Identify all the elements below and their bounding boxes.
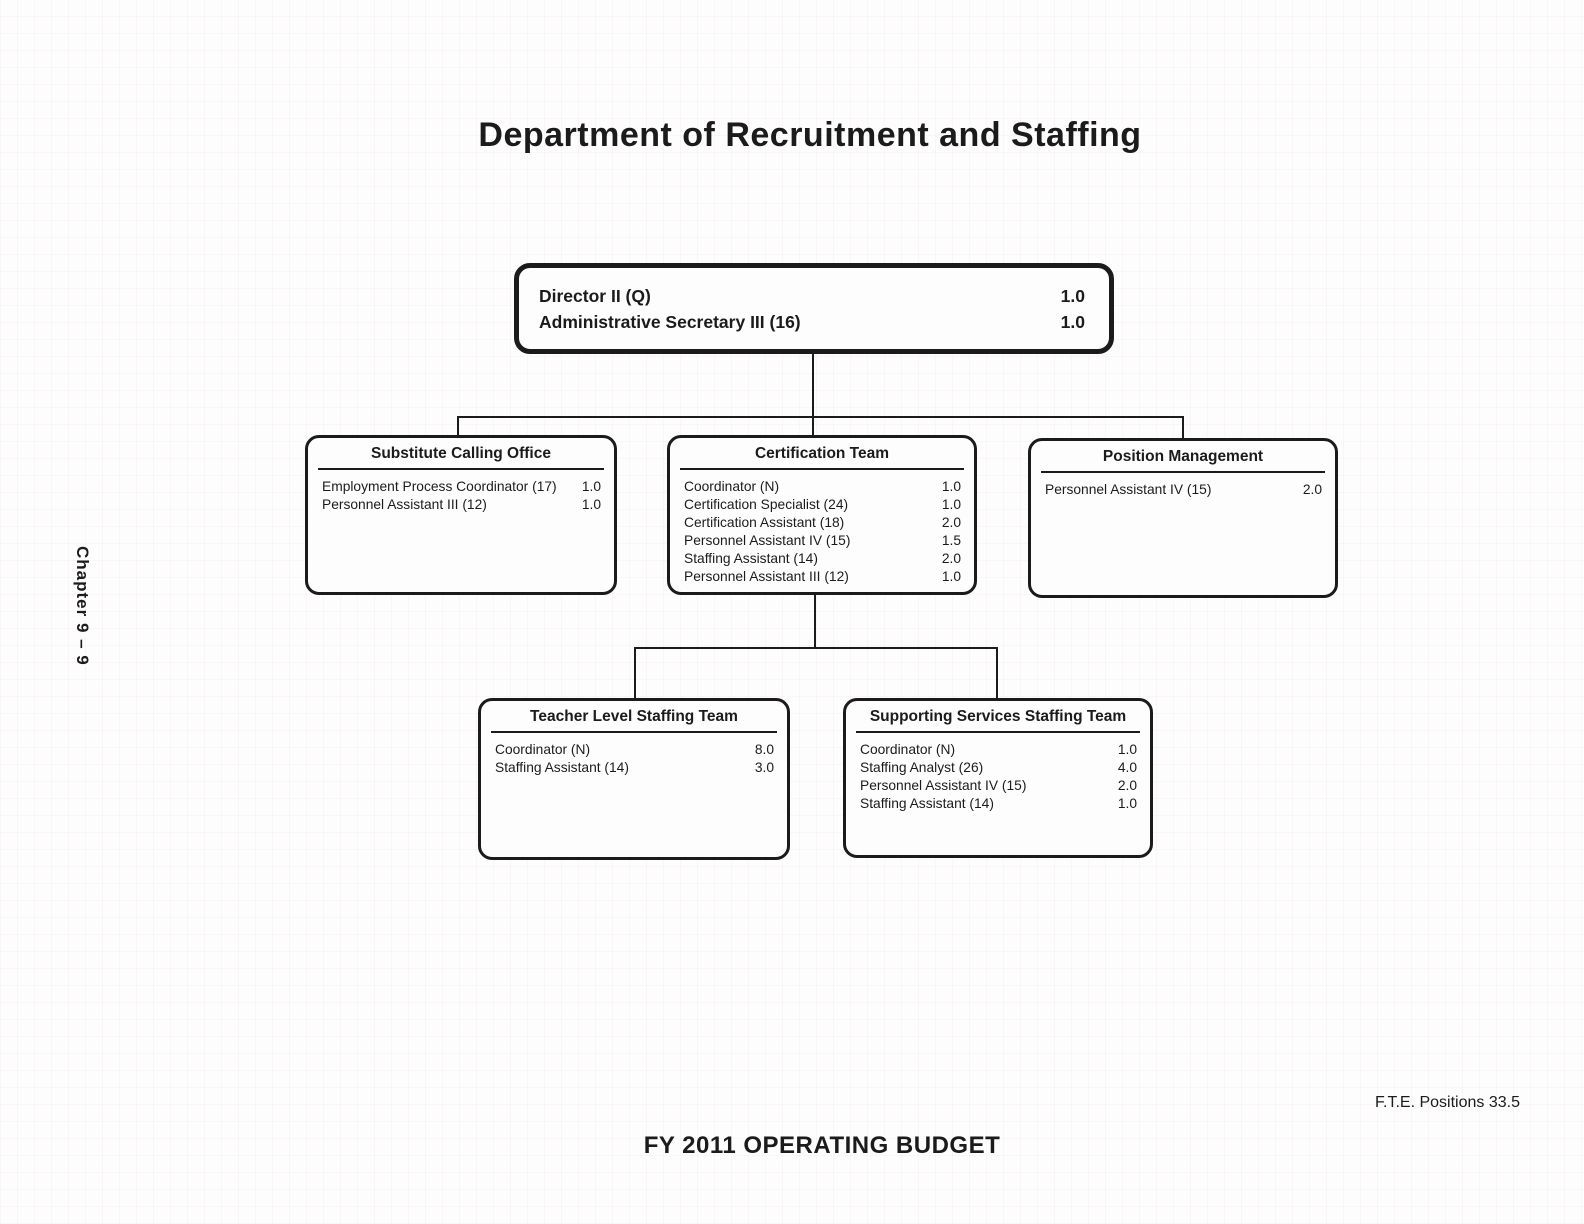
fte-value: 8.0 xyxy=(754,742,774,757)
box-title: Teacher Level Staffing Team xyxy=(530,708,738,725)
connector-level2-horizontal xyxy=(457,416,1184,418)
fte-value: 1.0 xyxy=(941,569,961,584)
fte-value: 1.0 xyxy=(941,497,961,512)
footer-budget-title: FY 2011 OPERATING BUDGET xyxy=(643,1132,1001,1159)
position-row: Coordinator (N) 1.0 xyxy=(860,741,1137,759)
org-box-position-management: Position Management Personnel Assistant … xyxy=(1028,438,1338,598)
org-box-substitute-calling-office: Substitute Calling Office Employment Pro… xyxy=(305,435,617,595)
fte-value: 4.0 xyxy=(1117,760,1137,775)
role-label: Personnel Assistant III (12) xyxy=(322,497,487,512)
fte-value: 1.0 xyxy=(581,497,601,512)
fte-value: 1.5 xyxy=(941,533,961,548)
position-row: Coordinator (N) 8.0 xyxy=(495,741,774,759)
header-divider xyxy=(318,468,604,470)
fte-value: 3.0 xyxy=(754,760,774,775)
connector-level2-left-drop xyxy=(457,416,459,437)
fte-value: 2.0 xyxy=(941,515,961,530)
box-title: Substitute Calling Office xyxy=(371,445,551,462)
position-row: Personnel Assistant IV (15) 2.0 xyxy=(860,777,1137,795)
role-label: Administrative Secretary III (16) xyxy=(539,311,801,332)
fte-value: 2.0 xyxy=(1117,778,1137,793)
box-title: Position Management xyxy=(1102,448,1264,465)
header-divider xyxy=(1041,471,1325,473)
header-divider xyxy=(856,731,1140,733)
role-label: Coordinator (N) xyxy=(684,479,780,494)
position-row: Staffing Analyst (26) 4.0 xyxy=(860,759,1137,777)
fte-value: 2.0 xyxy=(941,551,961,566)
connector-level3-right-drop xyxy=(996,647,998,700)
org-box-teacher-level-staffing-team: Teacher Level Staffing Team Coordinator … xyxy=(478,698,790,860)
role-label: Coordinator (N) xyxy=(860,742,956,757)
position-row: Personnel Assistant III (12) 1.0 xyxy=(684,568,961,586)
role-label: Staffing Assistant (14) xyxy=(860,796,994,811)
org-box-supporting-services-staffing-team: Supporting Services Staffing Team Coordi… xyxy=(843,698,1153,858)
position-row: Director II (Q) 1.0 xyxy=(539,283,1085,309)
connector-level3-left-drop xyxy=(634,647,636,700)
position-list: Personnel Assistant IV (15) 2.0 xyxy=(1031,473,1335,499)
fte-value: 1.0 xyxy=(1117,796,1137,811)
connector-certification-down xyxy=(814,593,816,649)
fte-value: 1.0 xyxy=(581,479,601,494)
role-label: Personnel Assistant IV (15) xyxy=(860,778,1027,793)
chapter-page-label: Chapter 9 – 9 xyxy=(73,546,92,666)
page-title: Department of Recruitment and Staffing xyxy=(478,116,1142,154)
box-title: Supporting Services Staffing Team xyxy=(869,708,1127,725)
position-row: Certification Assistant (18) 2.0 xyxy=(684,514,961,532)
position-row: Certification Specialist (24) 1.0 xyxy=(684,496,961,514)
fte-value: 1.0 xyxy=(1060,285,1085,306)
position-row: Staffing Assistant (14) 2.0 xyxy=(684,550,961,568)
role-label: Staffing Assistant (14) xyxy=(495,760,629,775)
box-title: Certification Team xyxy=(754,445,890,462)
role-label: Coordinator (N) xyxy=(495,742,591,757)
role-label: Certification Assistant (18) xyxy=(684,515,845,530)
role-label: Personnel Assistant IV (15) xyxy=(1045,482,1212,497)
fte-total-note: F.T.E. Positions 33.5 xyxy=(1375,1094,1520,1111)
role-label: Staffing Analyst (26) xyxy=(860,760,984,775)
role-label: Director II (Q) xyxy=(539,285,651,306)
connector-level3-horizontal xyxy=(634,647,998,649)
fte-value: 2.0 xyxy=(1302,482,1322,497)
fte-value: 1.0 xyxy=(941,479,961,494)
role-label: Certification Specialist (24) xyxy=(684,497,849,512)
connector-level2-right-drop xyxy=(1182,416,1184,440)
role-label: Personnel Assistant IV (15) xyxy=(684,533,851,548)
position-row: Staffing Assistant (14) 1.0 xyxy=(860,795,1137,813)
position-row: Personnel Assistant IV (15) 2.0 xyxy=(1045,481,1322,499)
header-divider xyxy=(491,731,777,733)
role-label: Personnel Assistant III (12) xyxy=(684,569,849,584)
fte-value: 1.0 xyxy=(1060,311,1085,332)
position-row: Coordinator (N) 1.0 xyxy=(684,478,961,496)
position-row: Personnel Assistant III (12) 1.0 xyxy=(322,496,601,514)
position-row: Administrative Secretary III (16) 1.0 xyxy=(539,309,1085,335)
role-label: Staffing Assistant (14) xyxy=(684,551,818,566)
position-row: Employment Process Coordinator (17) 1.0 xyxy=(322,478,601,496)
header-divider xyxy=(680,468,964,470)
connector-root-down xyxy=(812,351,814,435)
fte-value: 1.0 xyxy=(1117,742,1137,757)
position-row: Staffing Assistant (14) 3.0 xyxy=(495,759,774,777)
role-label: Employment Process Coordinator (17) xyxy=(322,479,557,494)
position-row: Personnel Assistant IV (15) 1.5 xyxy=(684,532,961,550)
